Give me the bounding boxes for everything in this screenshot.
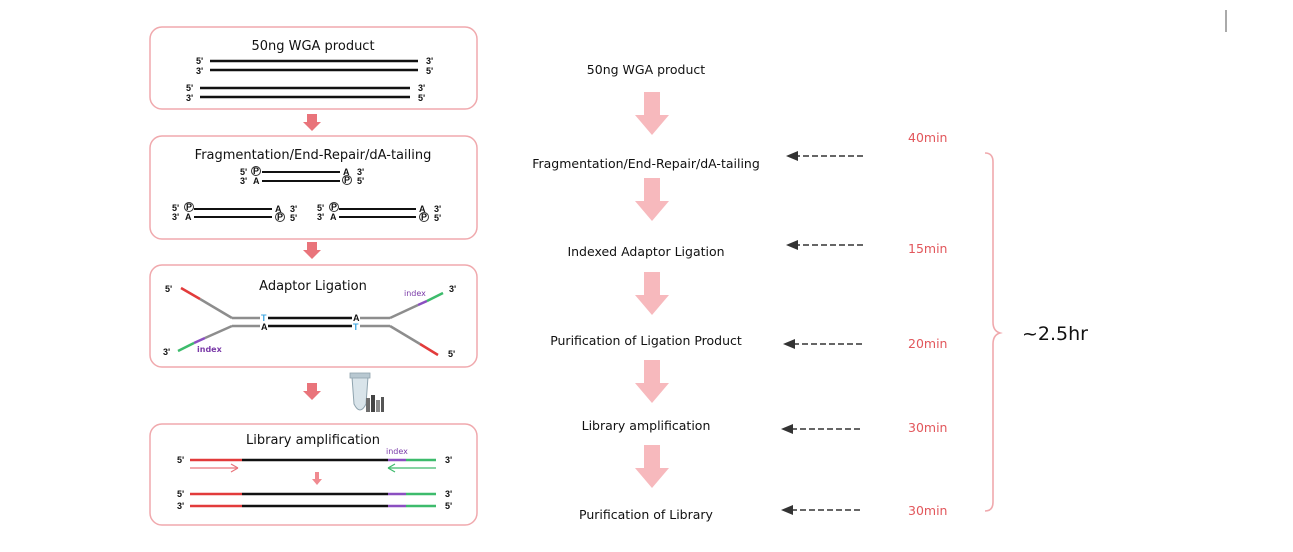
left-dashed-arrow-icon [786, 151, 863, 161]
total-time: ~2.5hr [1022, 323, 1088, 345]
panel-wga-product: 50ng WGA product 5' 3' 3' 5' 5' 3' 3' 5' [149, 26, 478, 110]
phosphate-label: P [253, 166, 259, 176]
time-label: 20min [908, 336, 947, 351]
phosphate-icon [275, 212, 285, 222]
end-label: 5' [186, 83, 193, 93]
tube-icon [349, 372, 384, 412]
down-arrow-icon [635, 445, 669, 488]
end-label: 5' [165, 284, 172, 294]
workflow-step: Indexed Adaptor Ligation [567, 244, 724, 259]
workflow-step: Fragmentation/End-Repair/dA-tailing [532, 156, 760, 171]
workflow-step: Purification of Ligation Product [550, 333, 742, 348]
down-arrow-icon [635, 92, 669, 135]
end-label: 5' [357, 176, 364, 186]
time-label: 40min [908, 130, 947, 145]
end-label: 3' [426, 56, 433, 66]
phosphate-label: P [344, 175, 350, 185]
end-label: 5' [172, 203, 179, 213]
end-label: 3' [177, 501, 184, 511]
down-arrow-icon [635, 178, 669, 221]
down-arrow-icon [303, 242, 321, 259]
phosphate-icon [184, 202, 194, 212]
right-brace-icon [984, 152, 1003, 512]
end-label: 5' [240, 167, 247, 177]
workflow-steps: 50ng WGA product Fragmentation/End-Repai… [532, 62, 760, 522]
base-label: A [343, 167, 350, 177]
index-label: index [386, 447, 408, 456]
end-label: 5' [448, 349, 455, 359]
time-label: 15min [908, 241, 947, 256]
end-label: 3' [445, 489, 452, 499]
base-label: A [330, 212, 337, 222]
index-label: index [404, 289, 426, 298]
index-label: index [197, 345, 223, 354]
panel-adaptor-ligation: Adaptor Ligation 5' 3' 3' 5' index index… [149, 264, 478, 368]
base-label: A [353, 313, 360, 323]
end-label: 5' [196, 56, 203, 66]
base-label: A [261, 322, 268, 332]
end-label: 3' [317, 212, 324, 222]
panel-title: Fragmentation/End-Repair/dA-tailing [195, 148, 432, 163]
workflow-step: 50ng WGA product [587, 62, 705, 77]
time-label: 30min [908, 420, 947, 435]
base-label: A [419, 204, 426, 214]
time-label: 30min [908, 503, 947, 518]
workflow-step: Purification of Library [579, 507, 714, 522]
base-label: T [353, 322, 359, 332]
phosphate-icon [419, 212, 429, 222]
end-label: 3' [240, 176, 247, 186]
panel-library-amplification: Library amplification index 5' 3' 5' 3' … [149, 423, 478, 526]
phosphate-label: P [331, 202, 337, 212]
end-label: 3' [186, 93, 193, 103]
workflow-step: Library amplification [582, 418, 711, 433]
phosphate-icon [342, 175, 352, 185]
end-label: 5' [177, 455, 184, 465]
end-label: 5' [426, 66, 433, 76]
left-dashed-arrow-icon [781, 424, 860, 434]
end-label: 3' [449, 284, 456, 294]
end-label: 5' [290, 213, 297, 223]
phosphate-icon [329, 202, 339, 212]
end-label: 5' [434, 213, 441, 223]
end-label: 3' [163, 347, 170, 357]
phosphate-icon [251, 166, 261, 176]
base-label: A [275, 204, 282, 214]
left-dashed-arrow-icon [783, 339, 862, 349]
down-arrow-icon [303, 114, 321, 131]
end-label: 3' [357, 167, 364, 177]
phosphate-label: P [186, 202, 192, 212]
base-label: A [253, 176, 260, 186]
end-label: 3' [290, 204, 297, 214]
panel-title: 50ng WGA product [251, 39, 374, 54]
down-arrow-icon [635, 360, 669, 403]
end-label: 3' [434, 204, 441, 214]
end-label: 5' [445, 501, 452, 511]
left-dashed-arrow-icon [781, 505, 860, 515]
end-label: 5' [177, 489, 184, 499]
down-arrow-icon [635, 272, 669, 315]
end-label: 3' [172, 212, 179, 222]
end-label: 5' [418, 93, 425, 103]
end-label: 3' [196, 66, 203, 76]
base-label: T [261, 313, 267, 323]
end-label: 3' [418, 83, 425, 93]
panel-fragmentation: Fragmentation/End-Repair/dA-tailing 5' P… [149, 135, 478, 240]
step-times: 40min 15min 20min 30min 30min [908, 130, 947, 518]
panel-title: Library amplification [246, 433, 380, 448]
base-label: A [185, 212, 192, 222]
phosphate-label: P [277, 212, 283, 222]
down-arrow-icon [303, 383, 321, 400]
left-dashed-arrow-icon [786, 240, 863, 250]
end-label: 5' [317, 203, 324, 213]
phosphate-label: P [421, 212, 427, 222]
end-label: 3' [445, 455, 452, 465]
panel-title: Adaptor Ligation [259, 279, 367, 294]
